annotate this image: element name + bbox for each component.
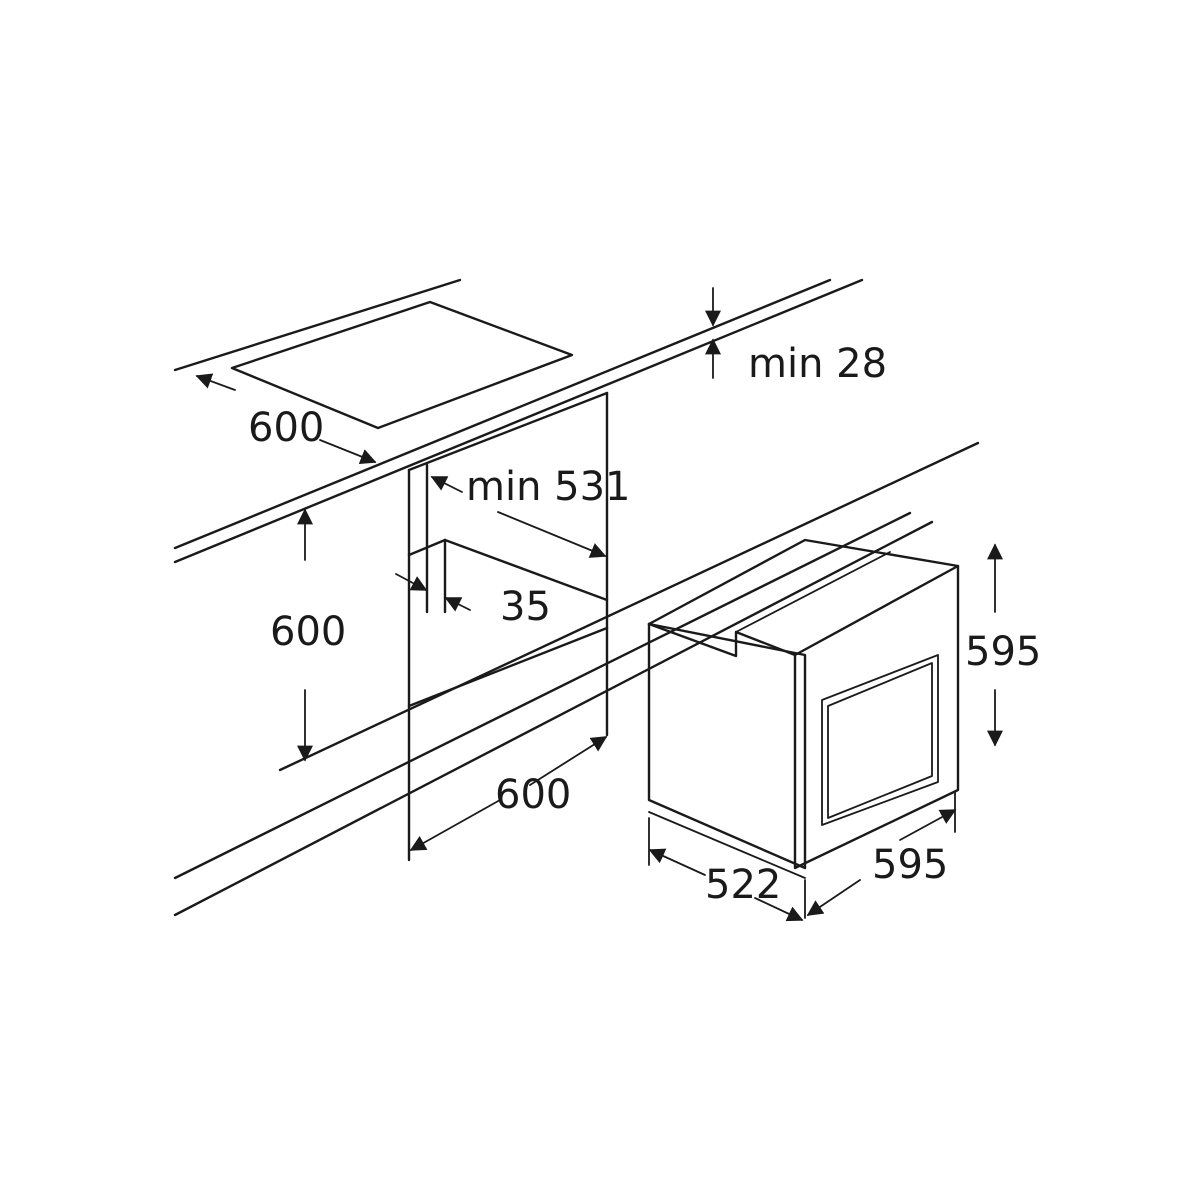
- worktop-thickness-dimension: min 28: [705, 287, 887, 387]
- niche-height-label: 600: [270, 609, 346, 655]
- oven-height-dimension: 595: [965, 543, 1041, 747]
- back-gap-dimension: 35: [395, 573, 551, 630]
- oven-depth-dimension: 522: [648, 817, 804, 922]
- cooktop: [230, 300, 574, 430]
- oven-width-label: 595: [872, 842, 948, 888]
- worktop-depth-label: 600: [248, 405, 324, 451]
- oven: [647, 538, 960, 879]
- oven-width-dimension: 595: [804, 791, 957, 919]
- niche-depth-dimension: 600: [409, 736, 608, 851]
- oven-depth-label: 522: [705, 862, 781, 908]
- back-gap-label: 35: [500, 584, 551, 630]
- niche-height-dimension: 600: [270, 508, 346, 762]
- oven-height-label: 595: [965, 629, 1041, 675]
- worktop-depth-dimension: 600: [195, 373, 377, 465]
- niche-width-label: min 531: [466, 464, 631, 510]
- worktop-thickness-label: min 28: [748, 341, 887, 387]
- niche-width-dimension: min 531: [430, 464, 631, 558]
- cabinet-base: [173, 441, 980, 917]
- niche-depth-label: 600: [495, 772, 571, 818]
